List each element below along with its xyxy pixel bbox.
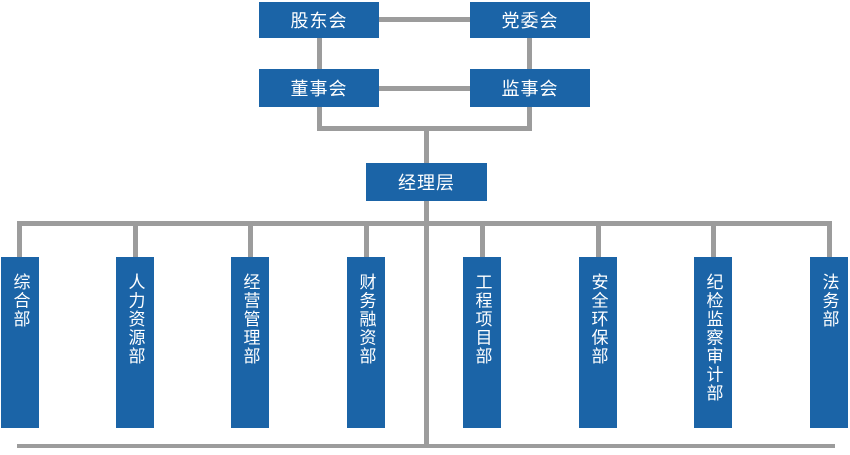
stub-dept-engineering-projects (480, 226, 485, 257)
node-dept-general-affairs: 综合部 (1, 257, 39, 428)
node-dept-discipline-audit: 纪检监察审计部 (694, 257, 732, 428)
node-party-committee: 党委会 (470, 2, 590, 38)
stub-dept-safety-environment (596, 226, 601, 257)
node-management-level: 经理层 (366, 163, 487, 201)
node-dept-business-management: 经营管理部 (231, 257, 269, 428)
stub-dept-finance-financing (364, 226, 369, 257)
connector-party-supervisory (527, 38, 532, 69)
connector-shareholders-directors (317, 38, 322, 70)
stub-dept-business-management (248, 226, 253, 257)
node-dept-human-resources: 人力资源部 (116, 257, 154, 428)
bottom-bus-line (17, 444, 835, 448)
node-board-of-directors: 董事会 (259, 69, 379, 107)
connector-management-trunk (424, 201, 429, 444)
connector-elbow-to-management (424, 131, 429, 163)
connector-directors-supervisory (379, 86, 470, 91)
connector-shareholders-party (379, 17, 470, 22)
node-dept-engineering-projects: 工程项目部 (463, 257, 501, 428)
connector-departments-bus (17, 221, 832, 226)
node-dept-finance-financing: 财务融资部 (347, 257, 385, 428)
connector-directors-drop (317, 107, 322, 131)
node-supervisory-board: 监事会 (470, 69, 590, 107)
node-dept-legal-affairs: 法务部 (810, 257, 848, 428)
node-shareholders-meeting: 股东会 (259, 2, 379, 38)
stub-dept-legal-affairs (827, 226, 832, 257)
stub-dept-general-affairs (17, 226, 22, 257)
stub-dept-discipline-audit (711, 226, 716, 257)
connector-elbow-horizontal (317, 126, 532, 131)
stub-dept-human-resources (133, 226, 138, 257)
connector-supervisory-drop (527, 107, 532, 131)
node-dept-safety-environment: 安全环保部 (579, 257, 617, 428)
